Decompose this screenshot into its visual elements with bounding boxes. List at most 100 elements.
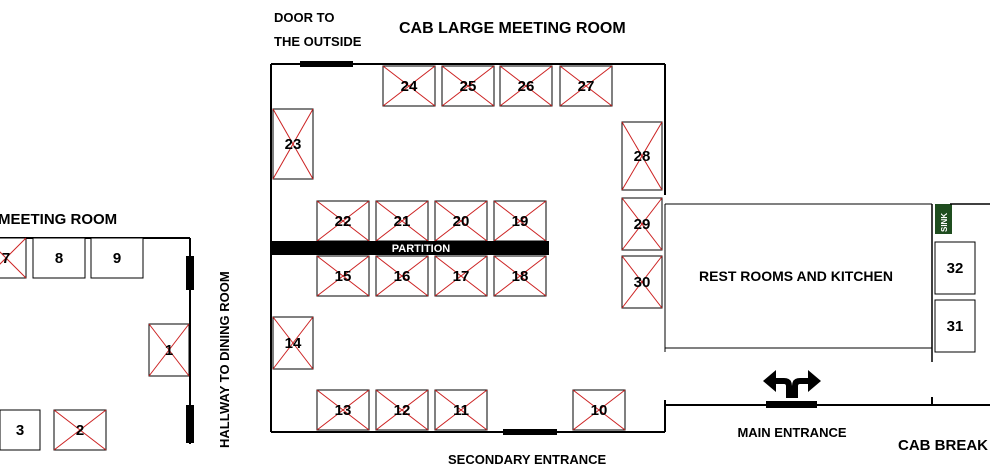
booth-27[interactable]: 27 [559, 65, 613, 107]
booth-outline [0, 409, 41, 451]
booth-group-left: 7 8 9 1 3 2 [0, 237, 190, 451]
booth-number: 30 [634, 274, 651, 291]
booth-2[interactable]: 2 [53, 409, 107, 451]
booth-number: 11 [453, 402, 469, 419]
booth-cross-mark [316, 389, 370, 431]
booth-8[interactable]: 8 [32, 237, 86, 279]
sink-block [935, 204, 952, 234]
hallway-label: HALLWAY TO DINING ROOM [217, 271, 232, 448]
booth-cross-mark [375, 255, 429, 297]
booth-13[interactable]: 13 [316, 389, 370, 431]
door-label-line1: DOOR TO [274, 10, 334, 25]
partition-label: PARTITION [392, 243, 451, 255]
booth-cross-mark [559, 65, 613, 107]
booth-group-large-room: 24 25 26 27 23 28 22 21 20 19 15 16 17 1… [272, 65, 663, 431]
breakroom-label: CAB BREAK [898, 437, 988, 454]
booth-3[interactable]: 3 [0, 409, 41, 451]
booth-cross-mark [148, 323, 190, 377]
booth-number: 12 [394, 402, 411, 419]
booth-cross-mark [493, 200, 547, 242]
left-meeting-room-label: MEETING ROOM [0, 211, 117, 228]
booth-cross-mark [499, 65, 553, 107]
booth-25[interactable]: 25 [441, 65, 495, 107]
booth-number: 24 [401, 78, 418, 95]
booth-number: 26 [518, 78, 535, 95]
booth-number: 1 [165, 342, 173, 359]
booth-30[interactable]: 30 [621, 255, 663, 309]
booth-cross-mark [572, 389, 626, 431]
booth-cross-mark [621, 197, 663, 251]
outside-door[interactable] [300, 61, 353, 67]
booth-20[interactable]: 20 [434, 200, 488, 242]
booth-number: 23 [285, 136, 302, 153]
secondary-entrance-label: SECONDARY ENTRANCE [448, 452, 607, 467]
booth-outline [32, 237, 86, 279]
booth-outline [90, 237, 144, 279]
booth-number: 31 [947, 318, 964, 335]
booth-number: 3 [16, 422, 24, 439]
booth-number: 18 [512, 268, 529, 285]
booth-number: 10 [591, 402, 608, 419]
secondary-entrance-door[interactable] [503, 429, 557, 435]
booth-number: 7 [2, 250, 10, 267]
booth-cross-mark [272, 108, 314, 180]
booth-number: 32 [947, 260, 964, 277]
booth-9[interactable]: 9 [90, 237, 144, 279]
sink-label: SINK [940, 213, 949, 232]
left-room-door-lower [186, 405, 194, 443]
booth-11[interactable]: 11 [434, 389, 488, 431]
booth-outline [0, 237, 27, 279]
booth-cross-mark [53, 409, 107, 451]
booth-number: 14 [285, 335, 302, 352]
booth-cross-mark [316, 255, 370, 297]
split-arrow-icon [763, 370, 821, 398]
booth-31[interactable]: 31 [934, 299, 976, 353]
booth-12[interactable]: 12 [375, 389, 429, 431]
booth-number: 2 [76, 422, 84, 439]
booth-15[interactable]: 15 [316, 255, 370, 297]
booth-22[interactable]: 22 [316, 200, 370, 242]
booth-23[interactable]: 23 [272, 108, 314, 180]
booth-number: 27 [578, 78, 595, 95]
booth-outline [934, 241, 976, 295]
booth-21[interactable]: 21 [375, 200, 429, 242]
booth-number: 17 [453, 268, 470, 285]
booth-number: 25 [460, 78, 477, 95]
booth-cross-mark [375, 200, 429, 242]
booth-number: 19 [512, 213, 529, 230]
booth-28[interactable]: 28 [621, 121, 663, 191]
booth-18[interactable]: 18 [493, 255, 547, 297]
booth-cross-mark [434, 200, 488, 242]
booth-cross-mark [382, 65, 436, 107]
booth-29[interactable]: 29 [621, 197, 663, 251]
main-entrance-label: MAIN ENTRANCE [737, 425, 846, 440]
booth-10[interactable]: 10 [572, 389, 626, 431]
door-label-line2: THE OUTSIDE [274, 34, 362, 49]
booth-number: 9 [113, 250, 121, 267]
booth-26[interactable]: 26 [499, 65, 553, 107]
booth-7[interactable]: 7 [0, 237, 27, 279]
booth-14[interactable]: 14 [272, 316, 314, 370]
booth-cross-mark [316, 200, 370, 242]
booth-group-right: 32 31 [934, 241, 976, 353]
booth-16[interactable]: 16 [375, 255, 429, 297]
booth-cross-mark [621, 255, 663, 309]
partition-bar [272, 241, 549, 255]
booth-number: 22 [335, 213, 352, 230]
booth-32[interactable]: 32 [934, 241, 976, 295]
left-room-door-upper [186, 256, 194, 290]
booth-cross-mark [272, 316, 314, 370]
booth-19[interactable]: 19 [493, 200, 547, 242]
booth-cross-mark [441, 65, 495, 107]
booth-cross-mark [434, 255, 488, 297]
booth-24[interactable]: 24 [382, 65, 436, 107]
booth-cross-mark [434, 389, 488, 431]
booth-17[interactable]: 17 [434, 255, 488, 297]
booth-number: 28 [634, 148, 651, 165]
booth-number: 16 [394, 268, 411, 285]
booth-number: 8 [55, 250, 63, 267]
main-entrance-door[interactable] [766, 401, 817, 408]
booth-1[interactable]: 1 [148, 323, 190, 377]
booth-number: 15 [335, 268, 352, 285]
